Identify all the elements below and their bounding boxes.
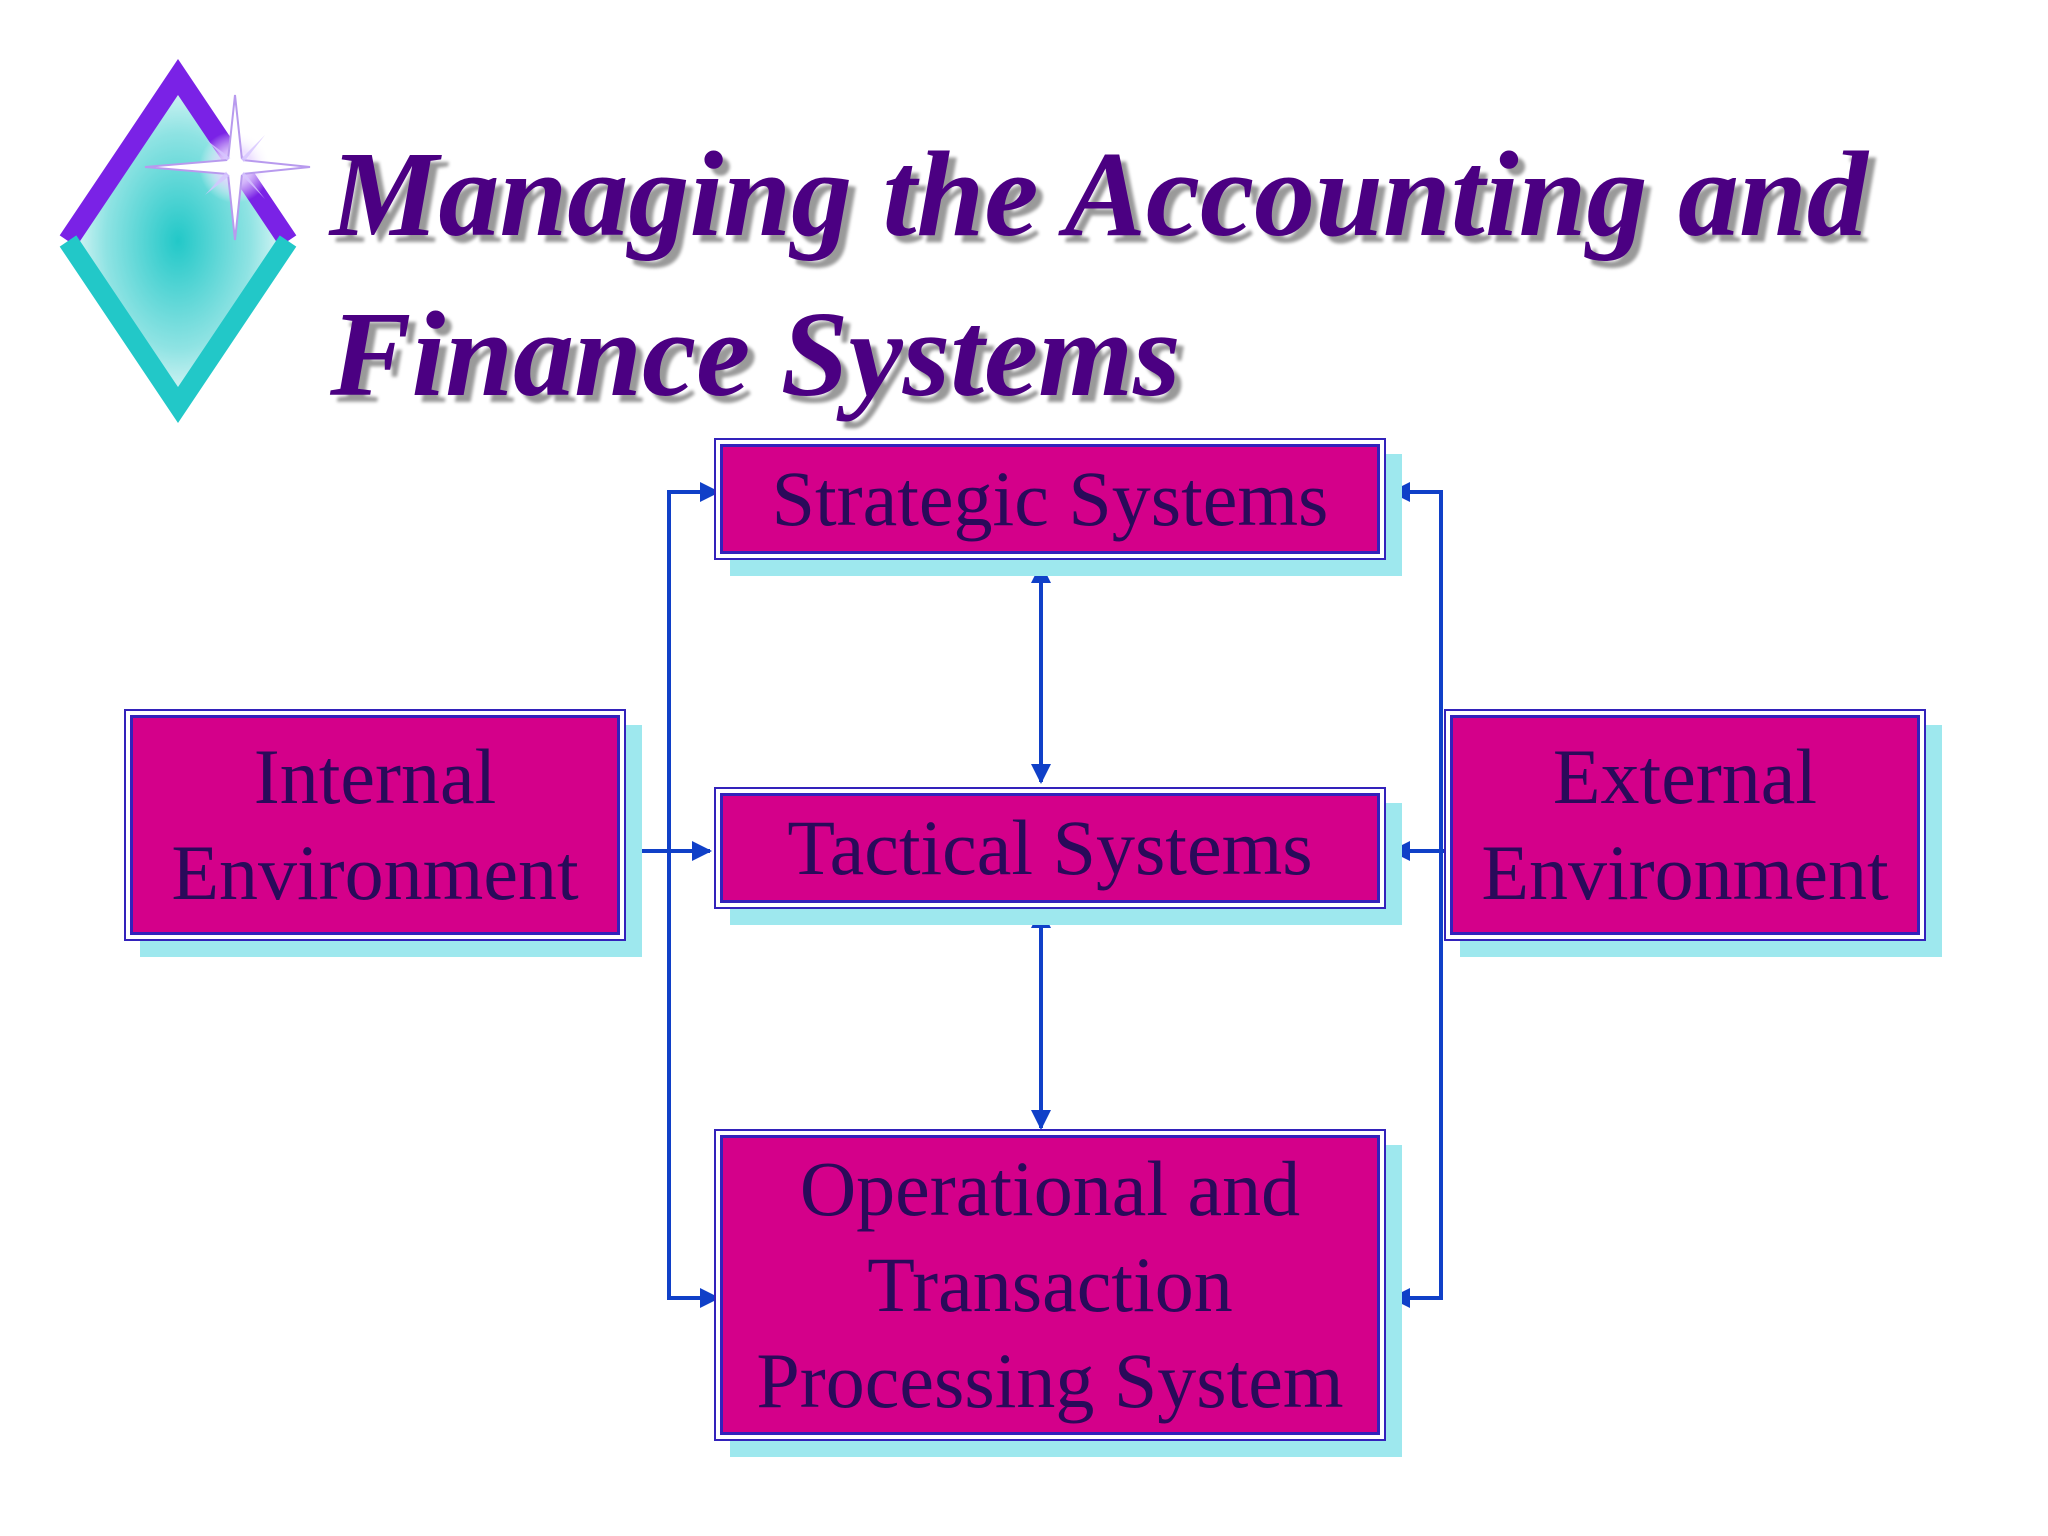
- slide-title: Managing the Accounting and Finance Syst…: [330, 115, 2030, 435]
- edge-internal-strategic: [667, 482, 720, 851]
- node-operational-line-2: Transaction: [867, 1241, 1233, 1328]
- node-tactical-systems: Tactical Systems: [720, 793, 1380, 903]
- node-strategic-label: Strategic Systems: [771, 455, 1329, 542]
- title-line-1: Managing the Accounting and: [330, 127, 1868, 262]
- node-internal-environment: Internal Environment: [130, 715, 620, 935]
- edge-external-operational: [1390, 851, 1443, 1308]
- node-internal-line-2: Environment: [171, 829, 579, 916]
- node-external-line-1: External: [1552, 733, 1818, 820]
- edge-external-strategic: [1390, 482, 1443, 851]
- node-tactical-label: Tactical Systems: [787, 804, 1313, 891]
- diamond-star-icon: [59, 59, 311, 423]
- node-operational-line-3: Processing System: [756, 1337, 1344, 1424]
- node-external-environment: External Environment: [1450, 715, 1920, 935]
- node-external-line-2: Environment: [1481, 829, 1889, 916]
- title-line-2: Finance Systems: [330, 287, 1181, 422]
- node-operational-systems: Operational and Transaction Processing S…: [720, 1135, 1380, 1435]
- node-strategic-systems: Strategic Systems: [720, 444, 1380, 554]
- edge-internal-operational: [667, 851, 720, 1308]
- node-operational-line-1: Operational and: [799, 1145, 1301, 1232]
- node-internal-line-1: Internal: [253, 733, 497, 820]
